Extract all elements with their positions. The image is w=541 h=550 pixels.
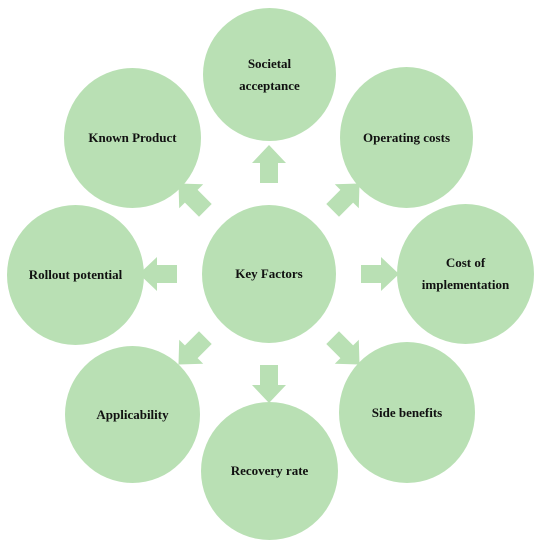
node-label: Recovery rate — [230, 463, 309, 478]
node-applicability: Applicability — [65, 346, 200, 483]
node-cost-of-implementation: Cost of implementation — [397, 204, 534, 344]
arrow-left — [139, 257, 177, 291]
node-label: Side benefits — [371, 404, 443, 420]
node-label: Known Product — [88, 130, 177, 145]
node-key-factors: Key Factors — [202, 205, 336, 343]
arrow-right — [361, 257, 399, 291]
arrow-down-left — [178, 331, 212, 365]
node-rollout-potential: Rollout potential — [7, 205, 144, 345]
center-label: Key Factors — [235, 266, 303, 281]
node-side-benefits: Side benefits — [339, 342, 475, 483]
node-known-product: Known Product — [64, 68, 201, 208]
node-label: Operating costs — [362, 129, 451, 145]
node-label: Societal acceptance — [239, 55, 300, 93]
node-label: Applicability — [96, 406, 169, 422]
arrow-up-right — [326, 183, 360, 217]
node-label: Cost of implementation — [421, 255, 510, 292]
node-label: Rollout potential — [28, 267, 123, 282]
node-societal-acceptance: Societal acceptance — [203, 8, 336, 141]
arrow-up-left — [178, 183, 212, 217]
node-recovery-rate: Recovery rate — [201, 402, 338, 540]
arrow-down-right — [326, 331, 360, 365]
arrow-down — [252, 365, 286, 403]
node-operating-costs: Operating costs — [340, 67, 473, 208]
arrow-up — [252, 145, 286, 183]
